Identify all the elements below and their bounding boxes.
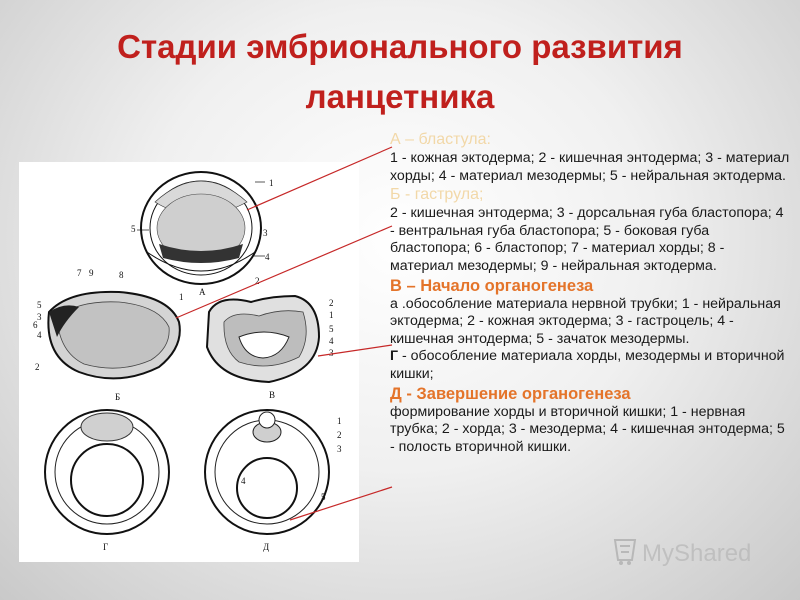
label-b-9: 9: [89, 268, 94, 278]
watermark-text: MyShared: [642, 540, 752, 567]
heading-a-blastula: А – бластула:: [390, 131, 491, 148]
label-a-5: 5: [131, 224, 136, 234]
heading-b-gastrula: Б - гаструла;: [390, 186, 484, 204]
label-d-2: 2: [337, 430, 342, 440]
title-line-2: ланцетника: [305, 78, 495, 115]
d-letter: Д: [390, 384, 402, 403]
label-b-6: 6: [33, 320, 38, 330]
label-d-3: 3: [337, 444, 342, 454]
heading-v-organogenesis: В – Начало органогенеза: [390, 276, 594, 295]
label-v-3: 3: [329, 348, 334, 358]
label-a-3: 3: [263, 228, 268, 238]
stage-g: Г: [44, 409, 170, 552]
d-heading-text: - Завершение органогенеза: [401, 384, 631, 403]
stage-d: 1 2 3 4 5 Д: [204, 409, 342, 552]
caption-v: В: [269, 390, 275, 400]
label-v-1: 1: [329, 310, 334, 320]
label-v-4: 4: [329, 336, 334, 346]
g-label: Г: [390, 348, 399, 365]
g-body: - обособление материала хорды, мезодермы…: [390, 348, 785, 382]
label-d-4: 4: [241, 476, 246, 486]
section-d-body: формирование хорды и вторичной кишки; 1 …: [390, 403, 785, 455]
label-a-2: 2: [255, 276, 260, 286]
section-g: Г - обособление материала хорды, мезодер…: [390, 348, 790, 383]
label-v-5: 5: [329, 324, 334, 334]
caption-b: Б: [115, 392, 120, 402]
label-b-5: 5: [37, 300, 42, 310]
title-line-1: Стадии эмбрионального развития: [117, 28, 683, 65]
page-title: Стадии эмбрионального развития ланцетник…: [0, 22, 800, 122]
section-a-body: 1 - кожная эктодерма; 2 - кишечная энтод…: [390, 150, 790, 184]
caption-d: Д: [263, 542, 269, 552]
stage-a-blastula: 1 2 3 4 5 А: [131, 171, 274, 297]
caption-a: А: [199, 287, 206, 297]
label-a-1: 1: [269, 178, 274, 188]
label-d-5: 5: [321, 492, 326, 502]
label-d-1: 1: [337, 416, 342, 426]
embryo-stages-figure: 1 2 3 4 5 А 7 9 8 5 3 6 4 2 1 Б: [19, 162, 359, 562]
label-b-1: 1: [179, 292, 184, 302]
label-a-4: 4: [265, 252, 270, 262]
section-b-body: 2 - кишечная энтодерма; 3 - дорсальная г…: [390, 205, 784, 274]
label-b-7: 7: [77, 268, 82, 278]
label-b-4: 4: [37, 330, 42, 340]
label-v-2: 2: [329, 298, 334, 308]
stage-b-gastrula: 7 9 8 5 3 6 4 2 1 Б: [33, 268, 184, 402]
heading-d-completion: Д - Завершение органогенеза: [390, 384, 790, 404]
label-b-3: 3: [37, 312, 42, 322]
label-b-8: 8: [119, 270, 124, 280]
stage-v-organogenesis: 5 4 3 1 2 В: [205, 294, 334, 400]
embryo-drawings: 1 2 3 4 5 А 7 9 8 5 3 6 4 2 1 Б: [33, 171, 342, 552]
description-text: А – бластула: 1 - кожная эктодерма; 2 - …: [390, 130, 790, 456]
label-b-2: 2: [35, 362, 40, 372]
watermark-icon: [613, 539, 637, 565]
section-v-body: а .обособление материала нервной трубки;…: [390, 295, 781, 347]
caption-g: Г: [103, 542, 108, 552]
